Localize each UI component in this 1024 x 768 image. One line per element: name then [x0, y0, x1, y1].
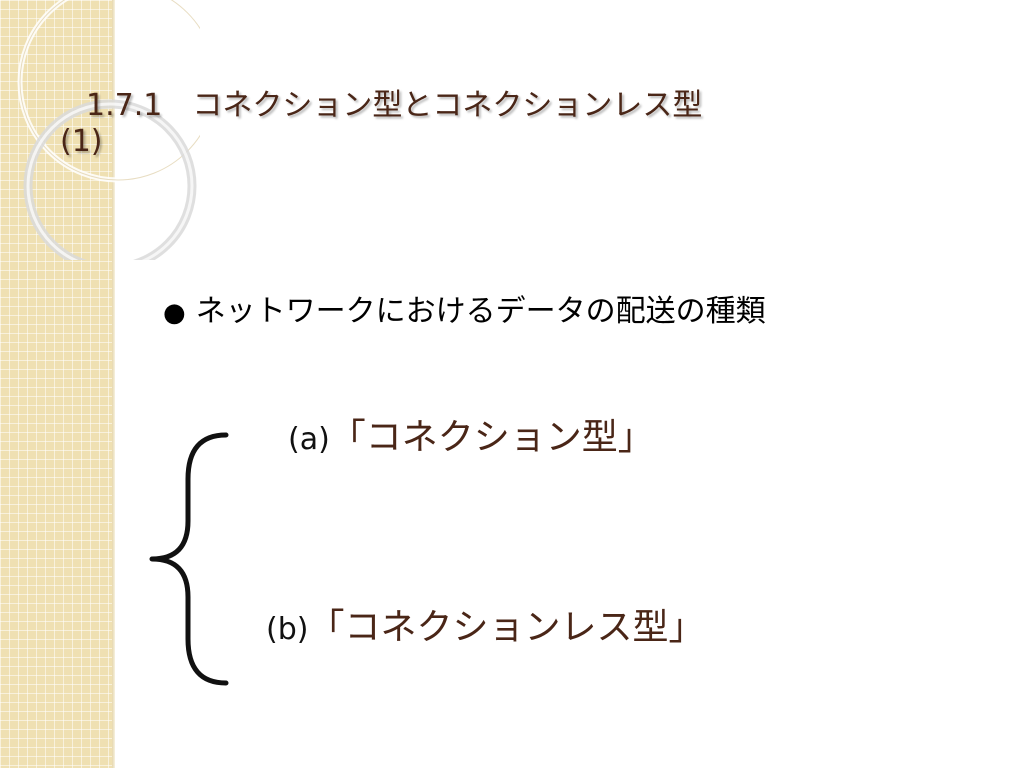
option-a-text: 「コネクション型」 [329, 417, 654, 458]
side-strip-edge [112, 0, 115, 768]
option-connection-oriented: (a)「コネクション型」 [288, 408, 654, 460]
left-curly-brace-icon [149, 432, 229, 686]
option-b-text: 「コネクションレス型」 [308, 607, 705, 648]
slide-title: 1.7.1 コネクション型とコネクションレス型 [86, 88, 703, 123]
bullet-item: ● ネットワークにおけるデータの配送の種類 [163, 286, 766, 330]
option-a-label: (a) [288, 422, 330, 457]
decorative-rings-icon [17, 0, 200, 260]
option-connectionless: (b)「コネクションレス型」 [266, 598, 704, 650]
bullet-text: ネットワークにおけるデータの配送の種類 [195, 294, 766, 329]
black-circle-icon: ● [163, 298, 186, 328]
slide-title-part-number: (1) [60, 124, 103, 159]
option-b-label: (b) [266, 612, 309, 647]
